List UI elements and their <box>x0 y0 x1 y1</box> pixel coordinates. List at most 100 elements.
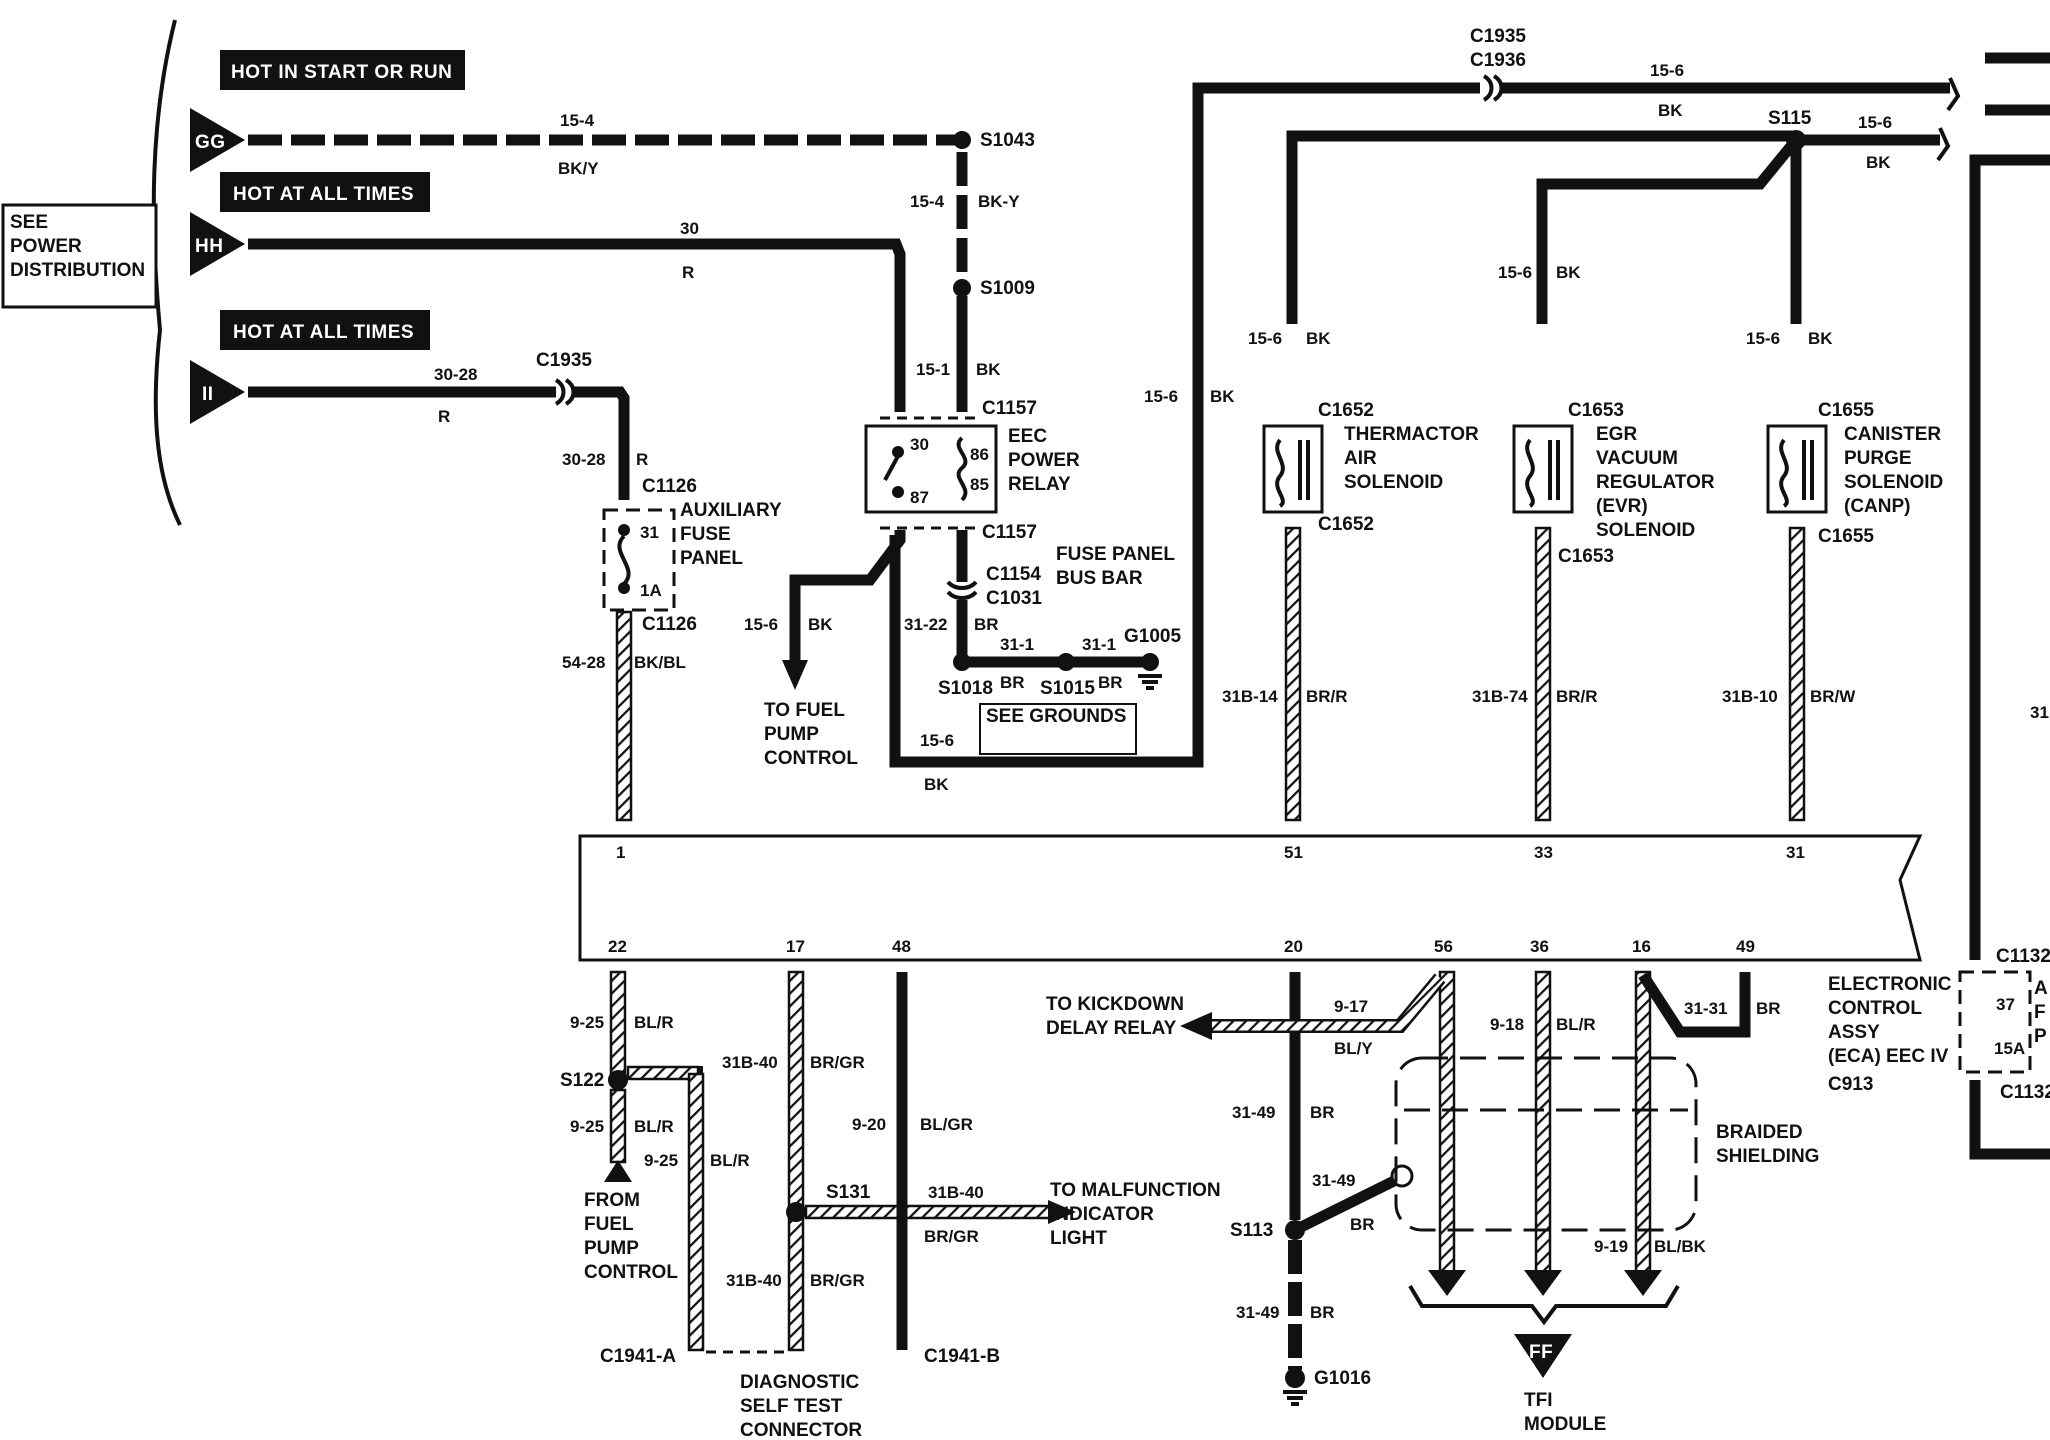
connector-c1126-top: C1126 <box>642 476 697 497</box>
wire-label-31-22: 31-22 <box>904 615 947 634</box>
wire-color-r-b: R <box>438 407 450 426</box>
wire-color-31b-40-c: BR/GR <box>924 1227 979 1246</box>
eca-pin-56: 56 <box>1434 937 1453 956</box>
svg-text:II: II <box>202 384 214 405</box>
canister-purge-solenoid: C1655 C1655 <box>1766 400 1874 547</box>
eec-relay-label-1: EEC <box>1008 426 1047 447</box>
eca-pin-17: 17 <box>786 937 805 956</box>
wire-label-31-1-b: 31-1 <box>1082 635 1116 654</box>
connector-c1935-c1936 <box>1482 74 1504 102</box>
tfi-connector-ff <box>1514 1334 1572 1378</box>
svg-text:HH: HH <box>195 236 223 257</box>
wire-54-28-bkbl <box>615 610 633 822</box>
connector-ii: II <box>190 360 245 424</box>
tfi-label-2: MODULE <box>1524 1414 1606 1435</box>
connector-c1655-top: C1655 <box>1818 400 1874 421</box>
see-power-line3: DISTRIBUTION <box>10 260 145 281</box>
wire-color-15-6-canp: BK <box>1808 329 1833 348</box>
see-grounds-box <box>979 703 1137 755</box>
arrow-36-tfi <box>1524 1270 1562 1296</box>
wire-color-31-49-a: BR <box>1310 1103 1335 1122</box>
connector-c913: C913 <box>1828 1074 1873 1095</box>
dest-from-fuel-3: PUMP <box>584 1238 639 1259</box>
arrow-to-fuel-pump <box>782 660 808 690</box>
bus-bar-label-1: FUSE PANEL <box>1056 544 1175 565</box>
splice-s113-label: S113 <box>1230 1220 1273 1241</box>
egr-label-3: REGULATOR <box>1596 472 1715 493</box>
egr-label-2: VACUUM <box>1596 448 1678 469</box>
see-power-box <box>1 203 158 309</box>
wire-label-15-6-fuel: 15-6 <box>744 615 778 634</box>
egr-vacuum-regulator-solenoid: C1653 C1653 <box>1512 400 1624 567</box>
eca-label-1: ELECTRONIC <box>1828 974 1952 995</box>
canp-label-1: CANISTER <box>1844 424 1941 445</box>
eca-pin-51: 51 <box>1284 843 1303 862</box>
wire-31b-14-brr <box>1284 526 1302 822</box>
eec-relay-label-3: RELAY <box>1008 474 1071 495</box>
wire-color-bky: BK/Y <box>558 159 599 178</box>
tfi-tag-text: FF <box>1529 1342 1553 1363</box>
wire-30-28-down <box>572 386 630 500</box>
connector-c1126-bot: C1126 <box>642 614 697 635</box>
tag-hot-start-run <box>220 50 465 90</box>
wire-label-31b-14: 31B-14 <box>1222 687 1278 706</box>
diag-label-1: DIAGNOSTIC <box>740 1372 860 1393</box>
egr-label-5: SOLENOID <box>1596 520 1695 541</box>
arrow-16-tfi <box>1624 1270 1662 1296</box>
dest-mil-1: TO MALFUNCTION <box>1050 1180 1221 1201</box>
eca-pin-31: 31 <box>1786 843 1805 862</box>
solenoid-coil-icon <box>1275 438 1285 508</box>
break-mark-top <box>1946 77 1961 112</box>
wire-color-bky-b: BK-Y <box>978 192 1020 211</box>
dest-mil-3: LIGHT <box>1050 1228 1107 1249</box>
wire-label-31b-40-b: 31B-40 <box>726 1271 782 1290</box>
wire-color-31b-40-a: BR/GR <box>810 1053 865 1072</box>
connector-c1935-left-label: C1935 <box>536 350 592 371</box>
wire-color-31-1-b: BR <box>1098 673 1123 692</box>
splice-s1015 <box>1057 653 1075 671</box>
connector-c1154-label: C1154 <box>986 564 1041 585</box>
wire-56-tfi <box>1438 970 1456 1274</box>
diag-label-2: SELF TEST <box>740 1396 843 1417</box>
eca-label-2: CONTROL <box>1828 998 1922 1019</box>
splice-s1043 <box>953 131 971 149</box>
eca-pin-49: 49 <box>1736 937 1755 956</box>
break-mark-right <box>1936 127 1951 162</box>
wire-color-15-6-bot: BK <box>924 775 949 794</box>
wire-label-15-6-bot: 15-6 <box>920 731 954 750</box>
connector-c1941a: C1941-A <box>600 1346 676 1367</box>
ground-g1016-label: G1016 <box>1314 1368 1371 1389</box>
arrow-to-kickdown <box>1180 1012 1212 1040</box>
splice-s122 <box>608 1070 628 1090</box>
connector-c1031-label: C1031 <box>986 588 1042 609</box>
eca-pin-36: 36 <box>1530 937 1549 956</box>
wire-color-15-6-therm: BK <box>1306 329 1331 348</box>
wire-label-15-6-top: 15-6 <box>1650 61 1684 80</box>
relay-pin-30-label: 30 <box>910 435 929 454</box>
eca-label-3: ASSY <box>1828 1022 1880 1043</box>
wire-31b-40-brgr <box>787 970 805 1352</box>
bus-bar-label-2: BUS BAR <box>1056 568 1143 589</box>
wire-label-31b-74: 31B-74 <box>1472 687 1528 706</box>
fuse-panel-2 <box>1958 970 2032 1074</box>
egr-label-4: (EVR) <box>1596 496 1648 517</box>
connector-c1655-bot: C1655 <box>1818 526 1874 547</box>
ground-g1005-label: G1005 <box>1124 626 1181 647</box>
eca-pin-33: 33 <box>1534 843 1553 862</box>
tag-hot-all-times-1 <box>220 172 430 212</box>
connector-c1157-top: C1157 <box>982 398 1037 419</box>
aux-fuse-label-1: AUXILIARY <box>680 500 782 521</box>
wire-15-6-egr-feed <box>1536 136 1801 324</box>
wire-color-15-6-right: BK <box>1866 153 1891 172</box>
wire-right-edge-feeds <box>1985 52 2050 116</box>
wire-31-31-br <box>1638 972 1751 1038</box>
wire-label-9-25-b: 9-25 <box>570 1117 604 1136</box>
arrow-56-tfi <box>1428 1270 1466 1296</box>
aux-fuse-pin-1a <box>618 582 630 594</box>
thermactor-air-solenoid: C1652 C1652 <box>1262 400 1374 535</box>
wire-label-9-25-a: 9-25 <box>570 1013 604 1032</box>
fuse-panel-2-label-1: A <box>2034 978 2048 999</box>
wire-color-31b-14: BR/R <box>1306 687 1348 706</box>
wire-color-9-25-a: BL/R <box>634 1013 674 1032</box>
splice-s1018-label: S1018 <box>938 678 993 699</box>
